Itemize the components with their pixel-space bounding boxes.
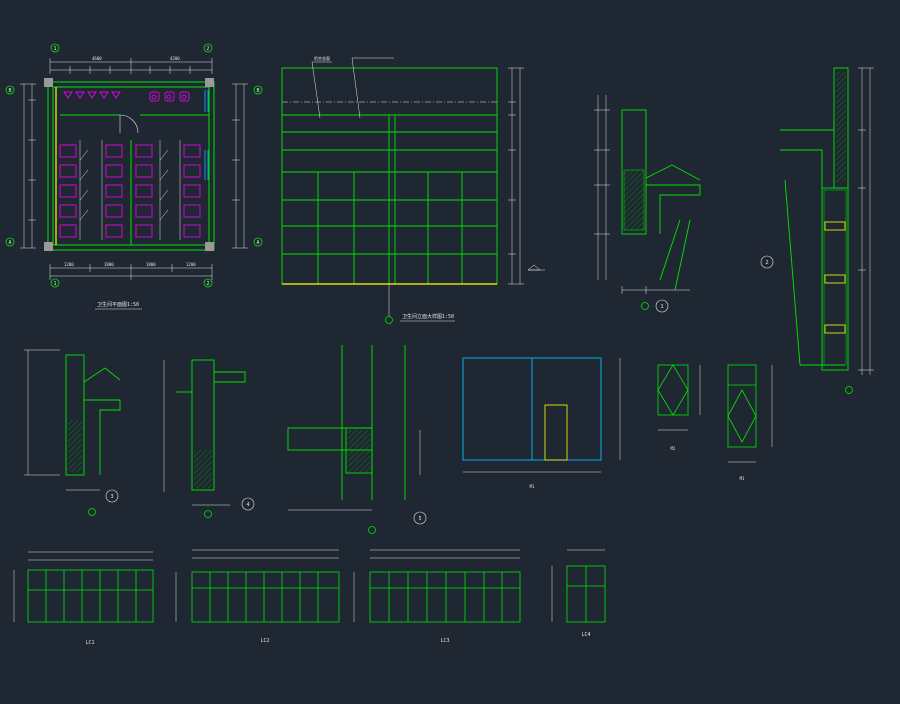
dim-top-1: 4600 (92, 56, 102, 61)
panel-caption-lc1: LC1 (85, 640, 94, 646)
plan-dimensions-side (20, 83, 248, 249)
svg-text:B: B (8, 88, 11, 94)
svg-text:2: 2 (206, 281, 209, 287)
section-marker-1: 1 (655, 299, 669, 313)
axis-bubble-b-right: B (253, 85, 263, 95)
dim-top-2: 4200 (170, 56, 180, 61)
plan-caption: 卫生间平面图1:50 (97, 301, 139, 308)
door-label-3: M3 (740, 476, 745, 481)
panel-lc4: LC4 (551, 549, 606, 638)
section-detail-4: 4 (163, 359, 255, 518)
dim-bottom-4: 1200 (186, 262, 196, 267)
axis-bubble-1: 1 (50, 43, 60, 53)
svg-text:5: 5 (418, 516, 421, 522)
svg-text:B: B (256, 88, 259, 94)
panel-lc3: LC3 (353, 549, 521, 644)
panel-caption-lc3: LC3 (440, 638, 449, 644)
plan-door (119, 114, 139, 134)
floor-plan: 1 2 B A B A 1 2 (5, 43, 263, 310)
section-detail-3: 3 (24, 349, 121, 516)
plan-windows (204, 90, 209, 180)
panel-caption-lc2: LC2 (260, 638, 269, 644)
section-marker-2: 2 (760, 255, 774, 269)
main-elevation: 铝合金窗 卫生间立面大样图1:50 (281, 55, 545, 324)
svg-text:A: A (256, 240, 259, 246)
axis-bubble-a-right: A (253, 237, 263, 247)
dim-bottom-3: 1800 (146, 262, 156, 267)
section-marker-5: 5 (413, 511, 427, 525)
section-detail-2: 2 (760, 67, 874, 394)
section-detail-1: 1 (594, 95, 701, 313)
door-elevation-3: M3 (727, 364, 773, 481)
plan-fixtures-top (63, 91, 190, 102)
panel-lc2: LC2 (175, 549, 340, 644)
section-marker-3: 3 (105, 489, 119, 503)
dim-bottom-2: 1800 (104, 262, 114, 267)
door-label-2: M2 (671, 446, 676, 451)
svg-text:4: 4 (246, 502, 249, 508)
plan-columns (44, 78, 214, 251)
elevation-dimensions (508, 67, 524, 285)
axis-bubble-2-bottom: 2 (203, 278, 213, 288)
plan-dimensions-bottom (49, 264, 213, 280)
elevation-bubble (385, 316, 393, 324)
panel-caption-lc4: LC4 (581, 632, 590, 638)
axis-bubble-b: B (5, 85, 15, 95)
door-elevation-2: M2 (657, 364, 701, 451)
axis-bubble-a: A (5, 237, 15, 247)
door-label-1: M1 (530, 484, 535, 489)
elevation-note: 铝合金窗 (314, 55, 330, 61)
plan-walls (47, 81, 215, 251)
svg-text:1: 1 (53, 281, 56, 287)
axis-bubble-2: 2 (203, 43, 213, 53)
svg-text:2: 2 (765, 260, 768, 266)
panel-lc1: LC1 (13, 551, 154, 646)
section-marker-4: 4 (241, 497, 255, 511)
plan-cubicles (59, 140, 201, 240)
svg-text:1: 1 (660, 304, 663, 310)
level-marker (527, 264, 545, 271)
section-detail-5: 5 (287, 345, 427, 534)
svg-text:A: A (8, 240, 11, 246)
svg-text:3: 3 (110, 494, 113, 500)
axis-bubble-1-bottom: 1 (50, 278, 60, 288)
svg-text:1: 1 (53, 46, 56, 52)
svg-text:2: 2 (206, 46, 209, 52)
dim-bottom-1: 1200 (64, 262, 74, 267)
plan-dimensions-top (49, 58, 213, 74)
elevation-caption: 卫生间立面大样图1:50 (402, 313, 454, 320)
door-elevation-1: M1 (462, 357, 621, 489)
elevation-leaders (311, 57, 394, 119)
